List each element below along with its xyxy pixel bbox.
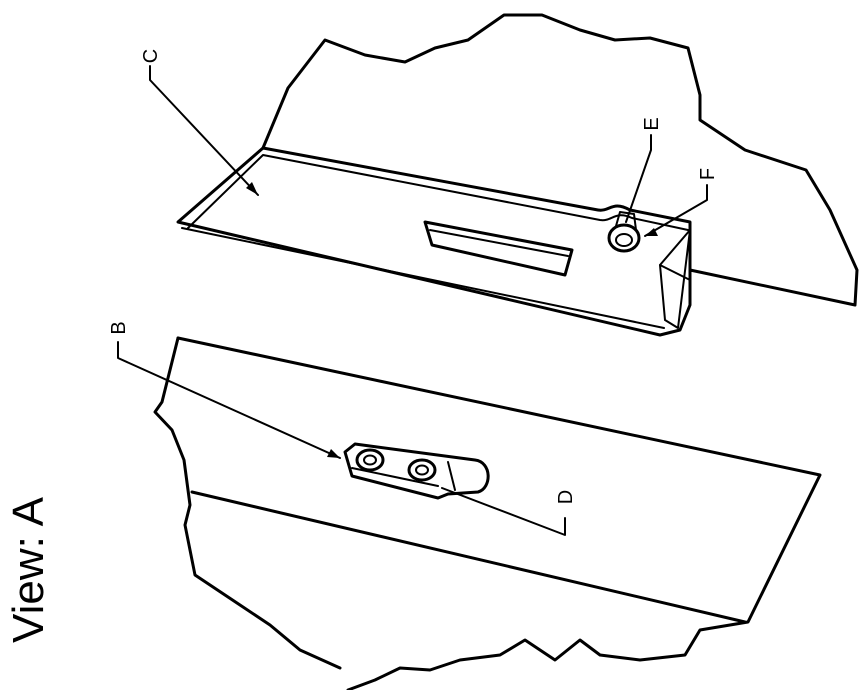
callout-c: C <box>140 49 259 196</box>
callout-f: F <box>644 168 719 237</box>
lower-panel <box>153 336 822 690</box>
callout-label-e: E <box>641 117 663 130</box>
callout-label-b: B <box>108 321 130 334</box>
view-label: View: A <box>4 496 53 643</box>
callout-e: E <box>625 117 663 223</box>
upper-panel <box>176 13 859 337</box>
callout-label-f: F <box>697 168 719 180</box>
callout-b: B <box>108 321 341 459</box>
callout-label-d: D <box>555 490 577 504</box>
callout-d: D <box>441 487 577 536</box>
callout-label-c: C <box>140 49 162 63</box>
